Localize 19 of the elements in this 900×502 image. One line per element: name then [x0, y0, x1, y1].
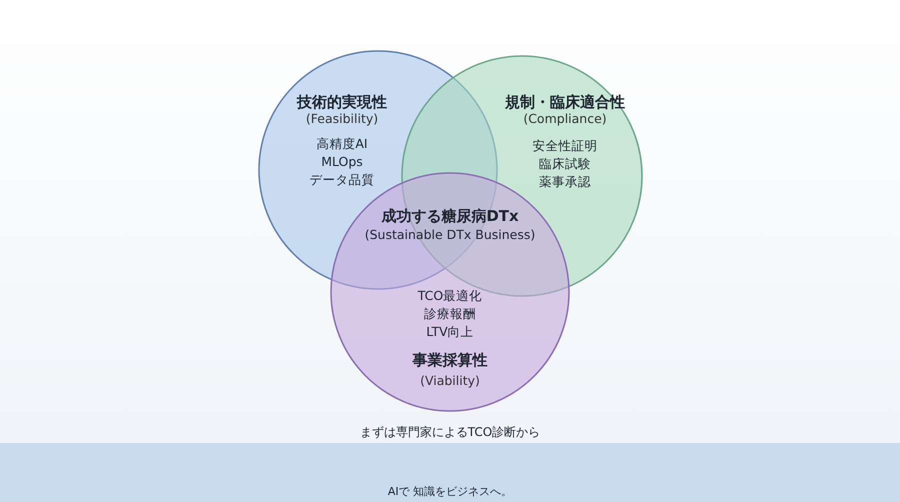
list-item: 臨床試験	[539, 155, 591, 173]
call-to-action-note: まずは専門家によるTCO診断から	[360, 424, 540, 441]
list-item: 高精度AI	[316, 135, 368, 153]
center-subtitle: (Sustainable DTx Business)	[364, 227, 536, 242]
circle-subtitle: (Viability)	[420, 373, 480, 388]
list-item: LTV向上	[426, 323, 474, 341]
circle-heading: 規制・臨床適合性	[505, 93, 625, 112]
circle-subtitle: (Feasibility)	[306, 111, 378, 126]
list-item: データ品質	[310, 171, 374, 189]
circle-subtitle: (Compliance)	[523, 111, 607, 126]
circle-heading: 技術的実現性	[297, 93, 387, 112]
tagline: AIで 知識をビジネスへ。	[388, 484, 512, 499]
list-item: 薬事承認	[539, 173, 591, 191]
list-item: TCO最適化	[418, 287, 482, 305]
list-item: MLOps	[321, 153, 363, 171]
list-item: 安全性証明	[532, 137, 598, 155]
circle-heading: 事業採算性	[412, 351, 488, 370]
list-item: 診療報酬	[424, 305, 476, 323]
center-heading: 成功する糖尿病DTx	[381, 207, 519, 226]
